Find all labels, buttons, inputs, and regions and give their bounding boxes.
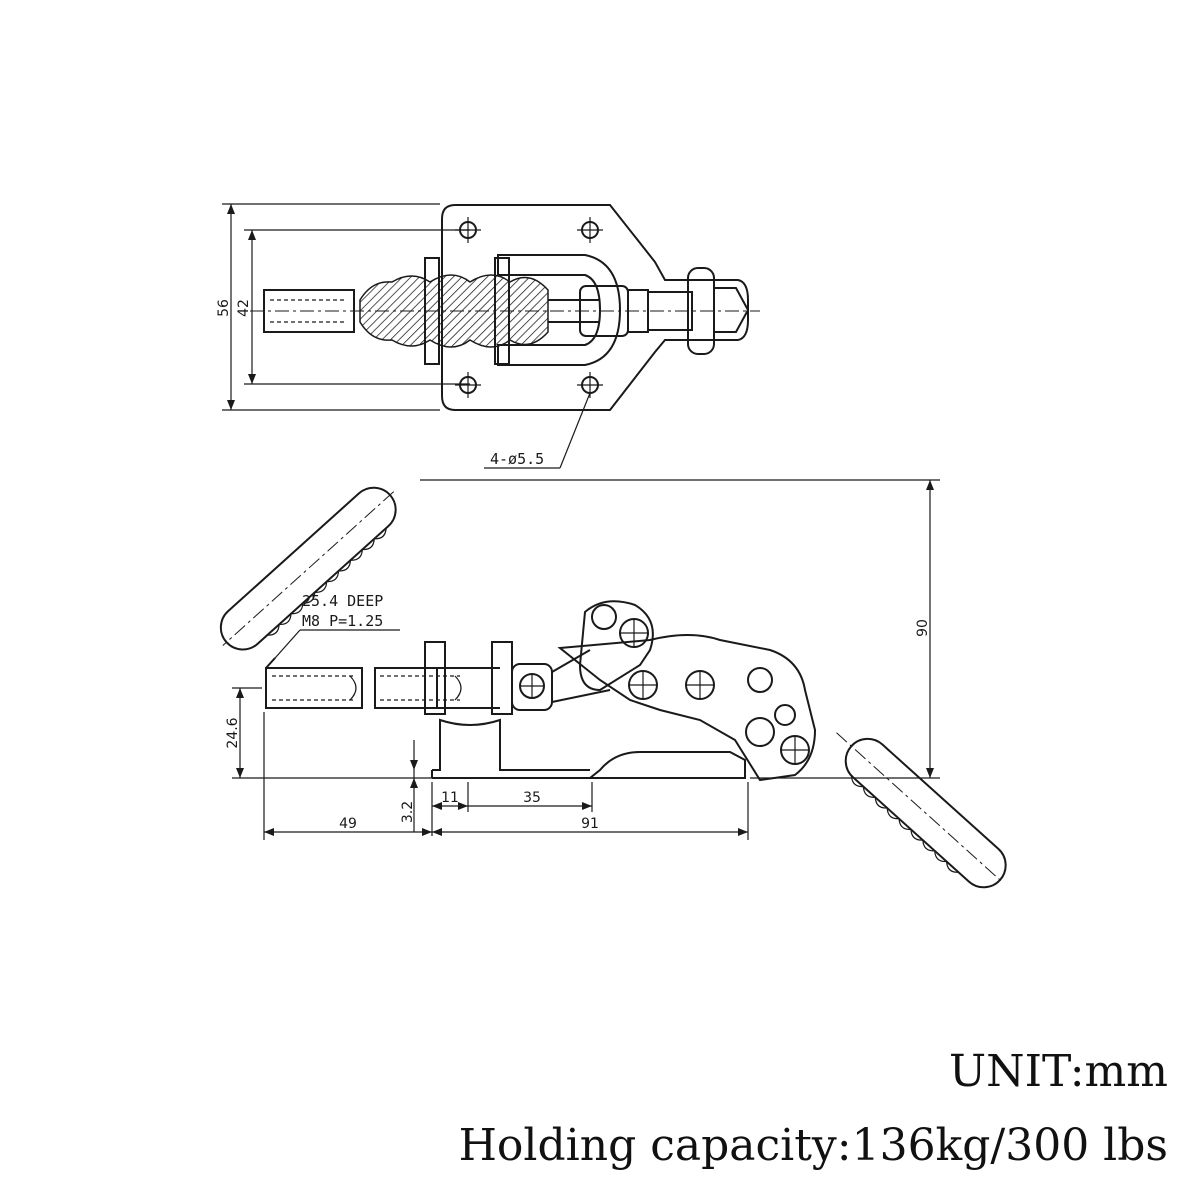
guide-block [424,641,446,715]
side-plunger-rod [374,667,438,709]
rod-clevis [511,663,553,711]
dim-spindle-height: 24.6 [225,687,432,779]
unit-label: UNIT:mm [948,1046,1168,1097]
thread-note-line2: M8 P=1.25 [302,612,383,630]
dim-35-label: 35 [523,790,541,806]
hole-note-label: 4-ø5.5 [490,450,544,468]
thread-callout: 25.4 DEEP M8 P=1.25 [267,592,400,667]
capacity-label: Holding capacity:136kg/300 lbs [458,1120,1168,1171]
handle-link-plate [578,600,654,692]
dim-offset: 11 35 [431,782,593,836]
dim-base-thickness: 3.2 [400,740,418,832]
side-plunger-thread [265,667,363,709]
dim-91-label: 91 [581,816,599,832]
guide-block [491,641,513,715]
thread-note-line1: 25.4 DEEP [302,592,383,610]
toggle-link-body [557,634,817,782]
dim-90-label: 90 [915,619,931,637]
dim-11-label: 11 [441,790,459,806]
dim-42-label: 42 [236,299,252,317]
side-view: 25.4 DEEP M8 P=1.25 90 24.6 [219,479,1007,889]
dim-56-label: 56 [216,299,232,317]
dim-3-2-label: 3.2 [400,801,416,823]
base-plate-outline [441,204,749,411]
dim-hole-spacing: 42 [236,229,470,385]
handle-lower [836,732,1007,889]
dim-49-label: 49 [339,816,357,832]
hole-callout: 4-ø5.5 [484,392,591,469]
dim-lengths: 49 91 [263,712,749,840]
dim-height-total: 90 [420,479,940,779]
dim-24-6-label: 24.6 [225,717,241,748]
handle-upper [219,486,397,651]
top-view: 56 42 [216,203,760,469]
side-base-plate [432,751,746,779]
dim-overall-width: 56 [216,203,440,411]
